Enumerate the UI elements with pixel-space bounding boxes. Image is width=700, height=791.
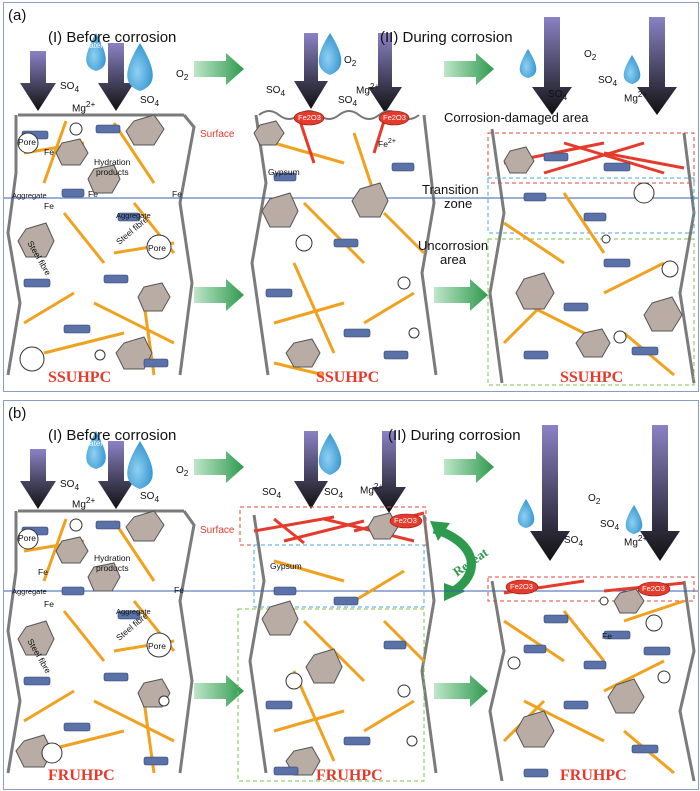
rust-spots <box>389 513 671 597</box>
pores <box>17 518 671 764</box>
oxygen-label: O2 <box>584 49 597 62</box>
pore-label: Pore <box>18 533 36 543</box>
magnesium-label: Mg2+ <box>624 89 648 105</box>
panel-a: (a) (I) Before corrosion (II) During cor… <box>3 2 699 392</box>
specimen-outlines <box>6 509 696 782</box>
fe-label: Fe <box>44 599 54 609</box>
ion-arrows <box>20 425 680 561</box>
aggregate-label: Aggregate <box>12 587 47 596</box>
fe-label: Fe <box>44 147 54 157</box>
sulfate-label: SO4 <box>262 487 282 500</box>
rust-label: Fe2O3 <box>642 584 665 593</box>
hydration-bars <box>21 520 671 778</box>
hydration-bars <box>21 124 659 368</box>
material-label: FRUHPC <box>560 767 627 784</box>
specimen-outlines <box>6 113 696 384</box>
transition-label: Transition <box>422 182 479 197</box>
zones <box>237 506 695 782</box>
rust-label: Fe2O3 <box>298 113 321 122</box>
sulfate-label: SO4 <box>60 81 80 94</box>
aggregate-label: Aggregate <box>116 607 151 616</box>
fe-label: Fe <box>44 201 54 211</box>
fe-ion-label: Fe2+ <box>378 137 396 149</box>
magnesium-label: Mg2+ <box>72 99 96 115</box>
hydration-label: products <box>96 563 129 573</box>
ion-arrows <box>20 17 677 115</box>
transition-label: zone <box>444 196 473 211</box>
oxygen-label: O2 <box>344 55 357 68</box>
stage-before-title: (I) Before corrosion <box>48 427 177 444</box>
hydration-label: Hydration <box>94 553 131 563</box>
fe-label: Fe <box>172 189 182 199</box>
fe-label: Fe <box>602 631 612 641</box>
surface-label: Surface <box>200 129 235 140</box>
stage-before-title: (I) Before corrosion <box>48 29 177 46</box>
stage-during-title: (II) During corrosion <box>380 29 513 46</box>
fe-label: Fe <box>88 189 98 199</box>
uncorrosion-label: area <box>440 252 467 267</box>
aggregates <box>15 510 645 776</box>
hydration-label: Hydration <box>94 157 131 167</box>
sulfate-label: SO4 <box>60 479 80 492</box>
oxygen-label: O2 <box>176 465 189 478</box>
rust-label: Fe2O3 <box>510 582 533 591</box>
material-label: SSUHPC <box>48 369 112 386</box>
magnesium-label: Mg2+ <box>624 533 648 549</box>
panel-a-illustration <box>4 17 698 386</box>
water-drops <box>86 33 641 91</box>
oxygen-label: O2 <box>176 69 189 82</box>
rust-label: Fe2O3 <box>394 516 417 525</box>
sulfate-label: SO4 <box>598 75 618 88</box>
aggregate-label: Aggregate <box>12 191 47 200</box>
stage-during-title: (II) During corrosion <box>388 427 521 444</box>
sulfate-label: SO4 <box>324 487 344 500</box>
steel-fibres <box>23 120 675 377</box>
gypsum-label: Gypsum <box>268 167 300 177</box>
aggregates <box>17 114 683 370</box>
pore-label: Pore <box>148 641 166 651</box>
sulfate-label: SO4 <box>266 85 286 98</box>
magnesium-label: Mg2+ <box>72 495 96 511</box>
hydration-label: products <box>96 167 129 177</box>
repeat-arrow <box>432 524 476 595</box>
pore-label: Pore <box>148 243 166 253</box>
material-label: FRUHPC <box>48 767 115 784</box>
magnesium-label: Mg2+ <box>360 481 384 497</box>
sulfate-label: SO4 <box>600 519 620 532</box>
sulfate-label: SO4 <box>140 491 160 504</box>
sulfate-label: SO4 <box>140 95 160 108</box>
water-label: Water <box>82 439 104 448</box>
pores <box>17 122 679 372</box>
panel-b: (b) (I) Before corrosion (II) During cor… <box>3 400 699 790</box>
water-label: Water <box>82 41 104 50</box>
rust-spots <box>293 110 410 126</box>
fe-label: Fe <box>38 567 48 577</box>
process-arrows <box>194 451 494 707</box>
corrosion-damaged-label: Corrosion-damaged area <box>444 110 589 125</box>
material-label: SSUHPC <box>560 369 624 386</box>
sulfate-label: SO4 <box>548 89 568 102</box>
uncorrosion-label: Uncorrosion <box>418 238 489 253</box>
material-label: SSUHPC <box>316 369 380 386</box>
surface-label: Surface <box>200 525 235 536</box>
oxygen-label: O2 <box>588 493 601 506</box>
panel-b-illustration <box>4 425 698 782</box>
panel-letter: (b) <box>8 405 27 422</box>
aggregate-label: Aggregate <box>116 211 151 220</box>
gypsum-label: Gypsum <box>270 561 302 571</box>
pore-label: Pore <box>18 137 36 147</box>
material-label: FRUHPC <box>316 767 383 784</box>
fe-label: Fe <box>174 585 184 595</box>
sulfate-label: SO4 <box>338 95 358 108</box>
sulfate-label: SO4 <box>564 535 584 548</box>
magnesium-label: Mg2+ <box>356 81 380 97</box>
water-drops <box>86 431 643 534</box>
panel-letter: (a) <box>8 7 27 24</box>
rust-label: Fe2O3 <box>383 113 406 122</box>
process-arrows <box>194 53 494 311</box>
